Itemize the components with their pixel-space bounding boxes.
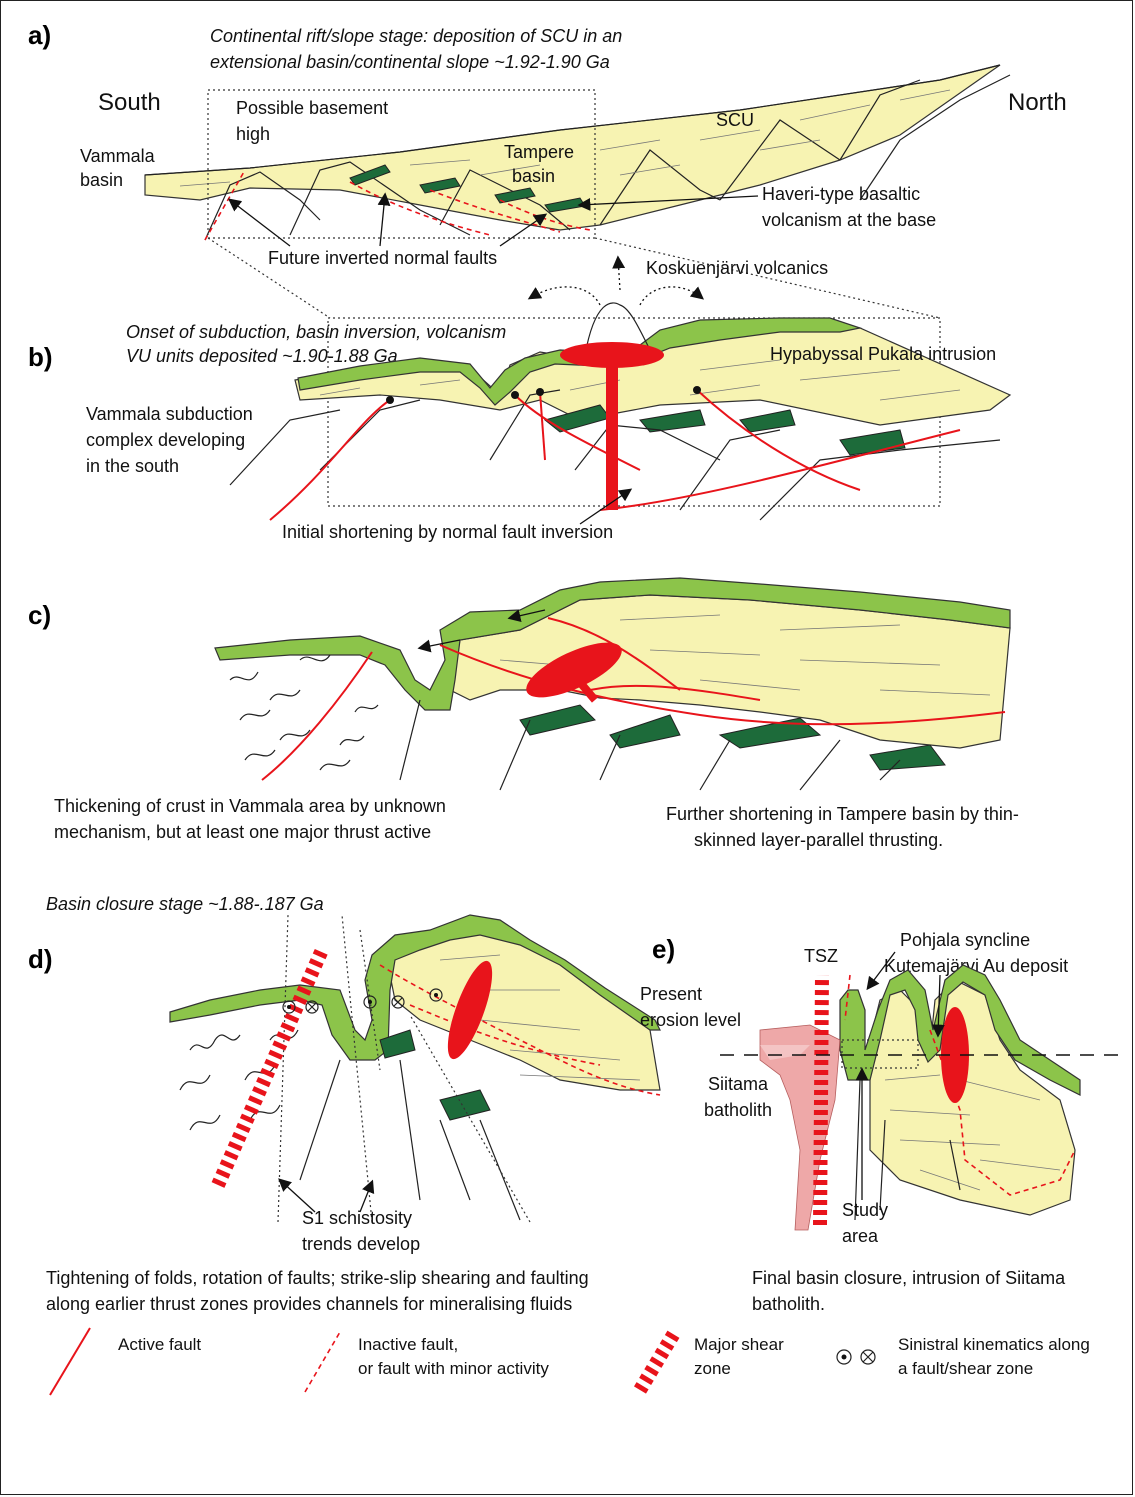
basement-high-label-1: Possible basement bbox=[236, 98, 388, 118]
c-vammala-folds bbox=[230, 655, 378, 770]
d-basalt-2 bbox=[440, 1090, 490, 1120]
b-basalt-3 bbox=[740, 410, 795, 432]
panel-b-label: b) bbox=[28, 342, 53, 372]
d-blocks bbox=[300, 1060, 520, 1220]
b-fault-hinge-3 bbox=[536, 388, 544, 396]
panel-c-right-caption-2: skinned layer-parallel thrusting. bbox=[694, 830, 943, 850]
legend-inactive-fault-swatch bbox=[305, 1332, 340, 1392]
panel-a-caption-1: Continental rift/slope stage: deposition… bbox=[210, 26, 622, 46]
vammala-complex-label-3: in the south bbox=[86, 456, 179, 476]
basin-closure-stage-label: Basin closure stage ~1.88-.187 Ga bbox=[46, 894, 324, 914]
c-block-1 bbox=[400, 700, 420, 780]
c-block-4 bbox=[700, 740, 730, 790]
faults-arrow-1 bbox=[230, 200, 290, 246]
siitama-label-1: Siitama bbox=[708, 1074, 769, 1094]
tampere-basin-label-2: basin bbox=[512, 166, 555, 186]
panel-c-left-caption-1: Thickening of crust in Vammala area by u… bbox=[54, 796, 446, 816]
vammala-complex-label-2: complex developing bbox=[86, 430, 245, 450]
vammala-basin-label-1: Vammala bbox=[80, 146, 156, 166]
legend-shear-zone-label-2: zone bbox=[694, 1359, 731, 1378]
tampere-basin-label-1: Tampere bbox=[504, 142, 574, 162]
panel-d-caption-2: along earlier thrust zones provides chan… bbox=[46, 1294, 572, 1314]
b-active-fault-5 bbox=[600, 430, 960, 510]
haveri-label-1: Haveri-type basaltic bbox=[762, 184, 920, 204]
legend-sinistral-label-1: Sinistral kinematics along bbox=[898, 1335, 1090, 1354]
c-block-2 bbox=[500, 720, 530, 790]
panel-b-caption-1: Onset of subduction, basin inversion, vo… bbox=[126, 322, 506, 342]
erosion-label-2: erosion level bbox=[640, 1010, 741, 1030]
siitama-label-2: batholith bbox=[704, 1100, 772, 1120]
panel-c-label: c) bbox=[28, 600, 51, 630]
legend-active-fault-swatch bbox=[50, 1328, 90, 1395]
legend-inactive-fault-label-2: or fault with minor activity bbox=[358, 1359, 549, 1378]
legend-shear-zone-label-1: Major shear bbox=[694, 1335, 784, 1354]
b-block-6 bbox=[760, 440, 1000, 520]
panel-a-label: a) bbox=[28, 20, 51, 50]
zoom-line-right bbox=[595, 238, 940, 318]
tsz-label: TSZ bbox=[804, 946, 838, 966]
vammala-basin-label-2: basin bbox=[80, 170, 123, 190]
pohjala-label: Pohjala syncline bbox=[900, 930, 1030, 950]
vammala-complex-label-1: Vammala subduction bbox=[86, 404, 253, 424]
future-faults-label: Future inverted normal faults bbox=[268, 248, 497, 268]
panel-b-caption-2: VU units deposited ~1.90-1.88 Ga bbox=[126, 346, 398, 366]
c-block-5 bbox=[800, 740, 840, 790]
volcanic-arrow-left bbox=[530, 287, 600, 305]
s1-label-2: trends develop bbox=[302, 1234, 420, 1254]
volcanic-arrow-up bbox=[618, 258, 620, 290]
panel-e-caption-1: Final basin closure, intrusion of Siitam… bbox=[752, 1268, 1066, 1288]
pukala-label: Hypabyssal Pukala intrusion bbox=[770, 344, 996, 364]
c-basalt-1 bbox=[520, 705, 595, 735]
panel-d-label: d) bbox=[28, 944, 53, 974]
b-fault-hinge-4 bbox=[693, 386, 701, 394]
study-area-label-1: Study bbox=[842, 1200, 888, 1220]
panel-c-right-caption-1: Further shortening in Tampere basin by t… bbox=[666, 804, 1019, 824]
erosion-label-1: Present bbox=[640, 984, 702, 1004]
c-basalt-4 bbox=[870, 745, 945, 770]
south-label: South bbox=[98, 89, 161, 116]
panel-e-label: e) bbox=[652, 934, 675, 964]
c-basalt-2 bbox=[610, 715, 680, 748]
e-sediment-body bbox=[870, 980, 1075, 1215]
legend-active-fault-label: Active fault bbox=[118, 1335, 201, 1354]
s1-label-1: S1 schistosity bbox=[302, 1208, 412, 1228]
c-vammala-thrust bbox=[262, 652, 372, 780]
b-fault-hinge-1 bbox=[386, 396, 394, 404]
pukala-feeder-dyke bbox=[606, 360, 618, 510]
haveri-label-2: volcanism at the base bbox=[762, 210, 936, 230]
b-basalt-4 bbox=[840, 430, 905, 455]
scu-label: SCU bbox=[716, 110, 754, 130]
shortening-label: Initial shortening by normal fault inver… bbox=[282, 522, 613, 542]
panel-d-caption-1: Tightening of folds, rotation of faults;… bbox=[46, 1268, 589, 1288]
d-schistosity-2 bbox=[342, 915, 372, 1222]
volcanic-arrow-right bbox=[640, 287, 702, 305]
koskuenjarvi-label: Koskuenjärvi volcanics bbox=[646, 258, 828, 278]
legend-inactive-fault-label-1: Inactive fault, bbox=[358, 1335, 458, 1354]
legend-shear-zone-swatch bbox=[640, 1330, 676, 1390]
d-schistosity-1 bbox=[278, 915, 288, 1222]
north-label: North bbox=[1008, 89, 1067, 116]
basement-high-label-2: high bbox=[236, 124, 270, 144]
study-area-label-2: area bbox=[842, 1226, 879, 1246]
c-block-3 bbox=[600, 735, 620, 780]
panel-a-caption-2: extensional basin/continental slope ~1.9… bbox=[210, 52, 610, 72]
legend-sinistral-label-2: a fault/shear zone bbox=[898, 1359, 1033, 1378]
panel-e-caption-2: batholith. bbox=[752, 1294, 825, 1314]
b-fault-hinge-2 bbox=[511, 391, 519, 399]
panel-c-left-caption-2: mechanism, but at least one major thrust… bbox=[54, 822, 431, 842]
